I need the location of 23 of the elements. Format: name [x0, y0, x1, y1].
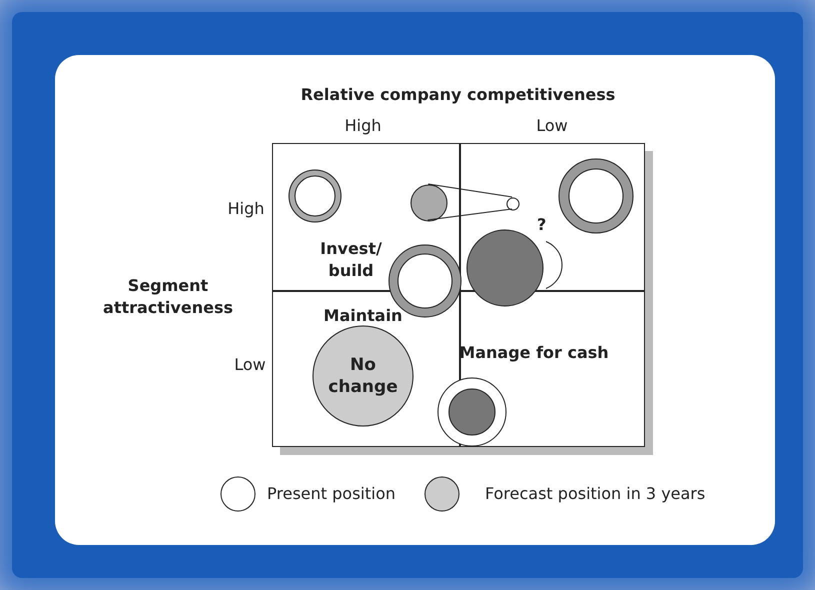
- strategy-label: Maintain: [322, 305, 404, 327]
- matrix-quadrant: [272, 291, 460, 447]
- position-bubble: [437, 377, 507, 447]
- axis-value: Low: [535, 115, 569, 137]
- axis-title: Relative company competitiveness: [300, 84, 616, 106]
- strategy-label: Invest/ build: [319, 238, 383, 282]
- position-bubble: [466, 229, 544, 307]
- strategy-label: Manage for cash: [459, 342, 609, 364]
- axis-value: Low: [233, 354, 267, 376]
- position-bubble: [312, 325, 414, 427]
- question-mark: ?: [537, 214, 546, 236]
- position-bubble: [410, 184, 448, 222]
- axis-value: High: [344, 115, 382, 137]
- matrix-quadrant: [272, 143, 460, 291]
- legend-label: Forecast position in 3 years: [485, 483, 706, 505]
- movement-cone: [427, 184, 513, 220]
- position-bubble: [506, 197, 520, 211]
- position-bubble: [288, 169, 342, 223]
- legend-label: Present position: [267, 483, 396, 505]
- axis-value: High: [226, 198, 266, 220]
- axis-title: Segment attractiveness: [102, 275, 234, 319]
- bubble-label: No change: [327, 354, 399, 398]
- position-bubble: [558, 158, 634, 234]
